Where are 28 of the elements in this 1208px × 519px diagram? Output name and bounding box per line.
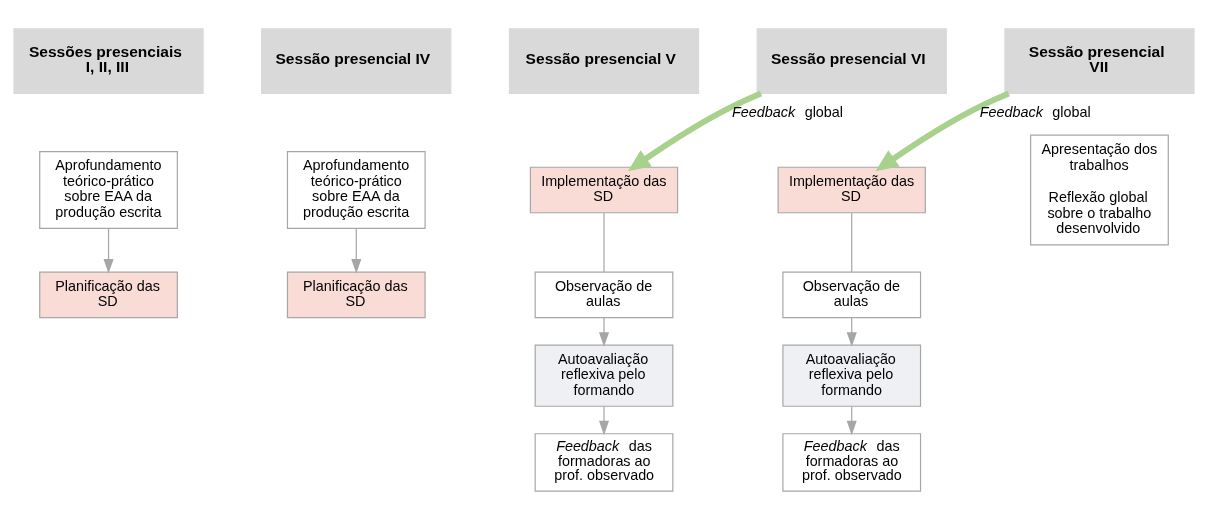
node-box: Autoavaliação reflexiva pelo formando: [534, 344, 674, 407]
node-box: Implementação das SD: [529, 166, 679, 213]
edge-label: Feedback global: [732, 103, 843, 120]
arrow: [875, 90, 1010, 171]
node-box: Feedback das formadoras ao prof. observado: [782, 432, 922, 492]
node-box: Sessão presencial V: [508, 27, 700, 94]
arrow: [627, 90, 763, 171]
node-box: Observação de aulas: [534, 271, 674, 318]
connector: [851, 211, 853, 273]
node-box: Feedback das formadoras ao prof. observado: [534, 432, 674, 492]
node-box: Sessão presencial VI: [756, 27, 947, 94]
node-box: Autoavaliação reflexiva pelo formando: [782, 344, 922, 407]
node-box: Planificação das SD: [286, 271, 426, 318]
node-box: Implementação das SD: [777, 166, 926, 213]
connector: [603, 211, 605, 273]
arrow: [103, 227, 114, 273]
node-box: Aprofundamento teórico-prático sobre EAA da produção escrita: [286, 150, 426, 229]
node-box: Apresentação dos trabalhos Reflexão global sobre o trabalho desenvolvido: [1030, 133, 1169, 245]
node-box: Sessão presencial IV: [261, 27, 452, 94]
arrow: [598, 316, 610, 347]
edge-label: Feedback global: [979, 103, 1091, 120]
arrow: [598, 405, 610, 435]
node-box: Aprofundamento teórico-prático sobre EAA da produção escrita: [39, 150, 178, 229]
node-box: Observação de aulas: [782, 271, 922, 318]
node-box: Planificação das SD: [39, 271, 178, 318]
node-box: Sessões presenciais I, II, III: [13, 27, 204, 94]
node-box: Sessão presencial VII: [1004, 27, 1195, 94]
arrow: [351, 227, 362, 273]
